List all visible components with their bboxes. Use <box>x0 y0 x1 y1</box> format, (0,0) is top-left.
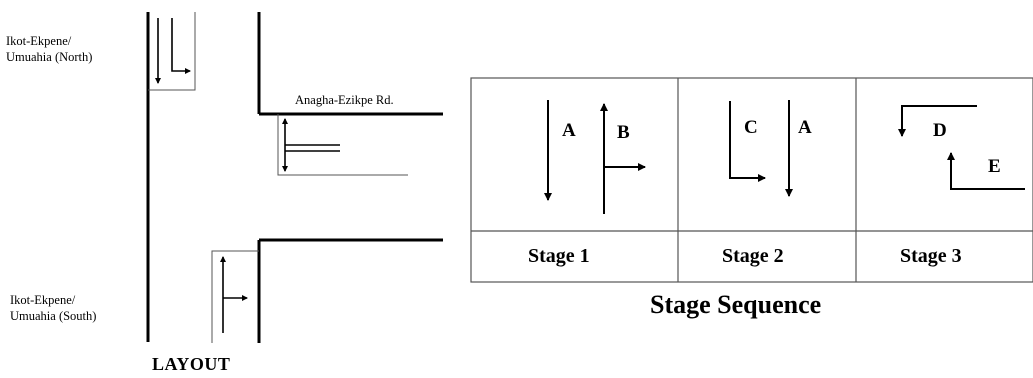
stage-2-movements <box>729 100 793 197</box>
stage-2-movement-label-a: A <box>798 117 812 138</box>
stage-2-movement-label-c: C <box>744 117 758 138</box>
stage-table-border <box>470 77 1033 283</box>
stage-3-movement-label-d: D <box>933 120 947 141</box>
stage-table <box>470 77 1033 283</box>
stage-1-label: Stage 1 <box>528 245 590 267</box>
movement-c-arrow <box>729 101 766 182</box>
north-lane-box <box>148 12 196 91</box>
intersection-layout <box>146 12 443 343</box>
movement-d-arrow <box>898 105 977 137</box>
stage-3-movement-label-e: E <box>988 156 1001 177</box>
stage-1-movement-label-b: B <box>617 122 630 143</box>
north-approach-label: Ikot-Ekpene/ Umuahia (North) <box>6 34 93 64</box>
south-approach-label: Ikot-Ekpene/ Umuahia (South) <box>10 293 97 323</box>
north-left-turn-arrow <box>171 18 191 74</box>
south-lane-box <box>211 250 259 343</box>
stage-3-label: Stage 3 <box>900 245 962 267</box>
stage-1-movements <box>544 100 646 214</box>
east-lane-box <box>277 114 408 176</box>
movement-e-arrow <box>947 152 1025 190</box>
layout-caption: LAYOUT <box>152 354 231 374</box>
stage-2-label: Stage 2 <box>722 245 784 267</box>
stage-3-movements <box>898 105 1025 190</box>
stage-1-movement-label-a: A <box>562 120 576 141</box>
east-road-label: Anagha-Ezikpe Rd. <box>295 93 394 107</box>
stage-sequence-caption: Stage Sequence <box>650 290 822 319</box>
